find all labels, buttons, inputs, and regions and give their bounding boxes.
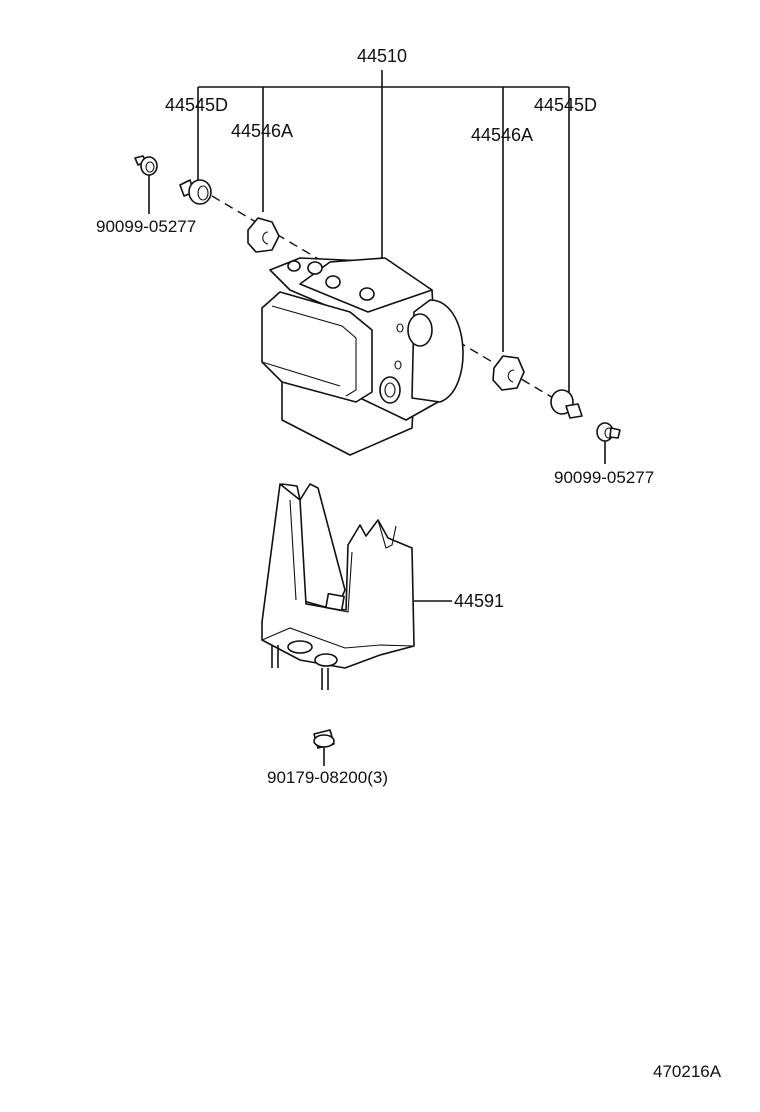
collar-left [179, 179, 212, 205]
label-collar-left: 44545D [165, 95, 228, 115]
label-cushion-right: 44546A [471, 125, 533, 145]
cushion-right [492, 355, 525, 391]
abs-actuator-body [261, 257, 464, 456]
label-cushion-left: 44546A [231, 121, 293, 141]
mount-bolt [313, 729, 335, 766]
assembly-bracket-lines [197, 70, 570, 392]
label-assembly: 44510 [357, 46, 407, 66]
label-bracket: 44591 [454, 591, 504, 611]
bolt-left [134, 155, 158, 214]
mounting-bracket [261, 483, 452, 690]
label-bolt-right: 90099-05277 [554, 468, 654, 487]
collar-right [550, 389, 583, 419]
label-bolt-left: 90099-05277 [96, 217, 196, 236]
bolt-right [596, 422, 621, 464]
cushion-left [247, 217, 280, 253]
label-mount-bolt: 90179-08200(3) [267, 768, 388, 787]
callout-labels: 44510 44545D 44545D 44546A 44546A 90099-… [96, 46, 722, 1081]
figure-id: 470216A [653, 1062, 722, 1081]
label-collar-right: 44545D [534, 95, 597, 115]
